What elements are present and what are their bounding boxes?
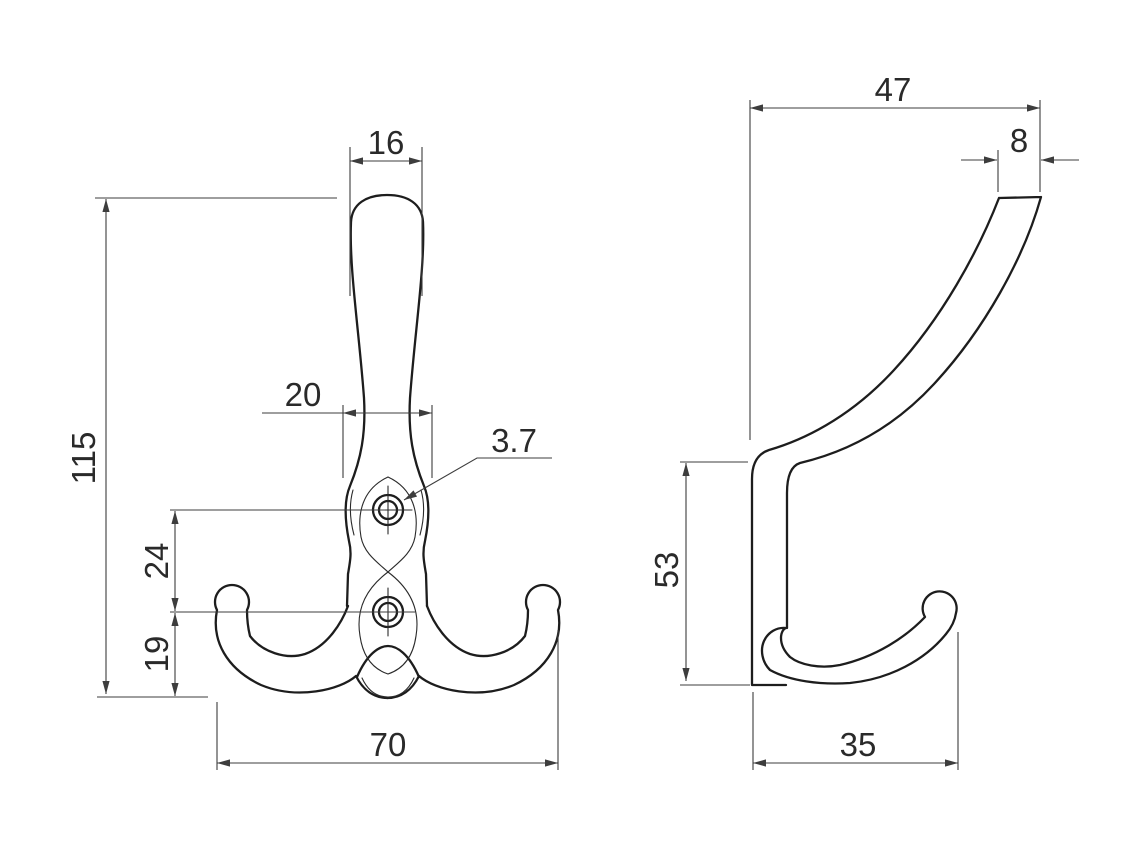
front-left-hook	[213, 583, 390, 700]
dim-front-lower-offset: 19	[138, 611, 415, 697]
front-center-bottom-inner-line	[361, 677, 415, 698]
dim8-label: 8	[1010, 122, 1028, 159]
dim-side-overall-depth: 47	[749, 71, 1041, 440]
front-center-peak	[355, 644, 421, 679]
dim-front-overall-width: 70	[216, 630, 559, 770]
dim115-label: 115	[65, 432, 102, 485]
dim-front-hole-diameter: 3.7	[403, 422, 552, 501]
dim-front-top-width: 16	[349, 124, 423, 296]
dim-front-neck-width: 20	[262, 376, 433, 478]
dim20-label: 20	[285, 376, 322, 413]
dim35-label: 35	[840, 726, 877, 763]
dim70-label: 70	[370, 726, 407, 763]
dim-side-plate-height: 53	[648, 461, 750, 686]
dim53-label: 53	[648, 552, 685, 589]
dim-side-tip-thickness: 8	[961, 122, 1079, 192]
side-upper-hook-and-plate	[750, 195, 1043, 687]
front-bulge-accent-lines	[349, 489, 425, 536]
dim3p7-label: 3.7	[491, 422, 537, 459]
side-view	[750, 195, 1043, 687]
dim19-label: 19	[138, 636, 175, 673]
dim47-label: 47	[875, 71, 912, 108]
dim-front-hole-spacing: 24	[138, 509, 385, 612]
front-teardrop-seam	[358, 476, 418, 675]
side-lower-hook	[760, 590, 958, 685]
dim24-label: 24	[138, 543, 175, 580]
front-right-hook	[385, 583, 562, 700]
dim-front-overall-height: 115	[65, 197, 337, 698]
front-body-outline	[344, 193, 430, 608]
dim16-label: 16	[368, 124, 405, 161]
dim-side-lower-depth: 35	[752, 632, 959, 770]
dim3p7-leader-line	[403, 457, 552, 501]
